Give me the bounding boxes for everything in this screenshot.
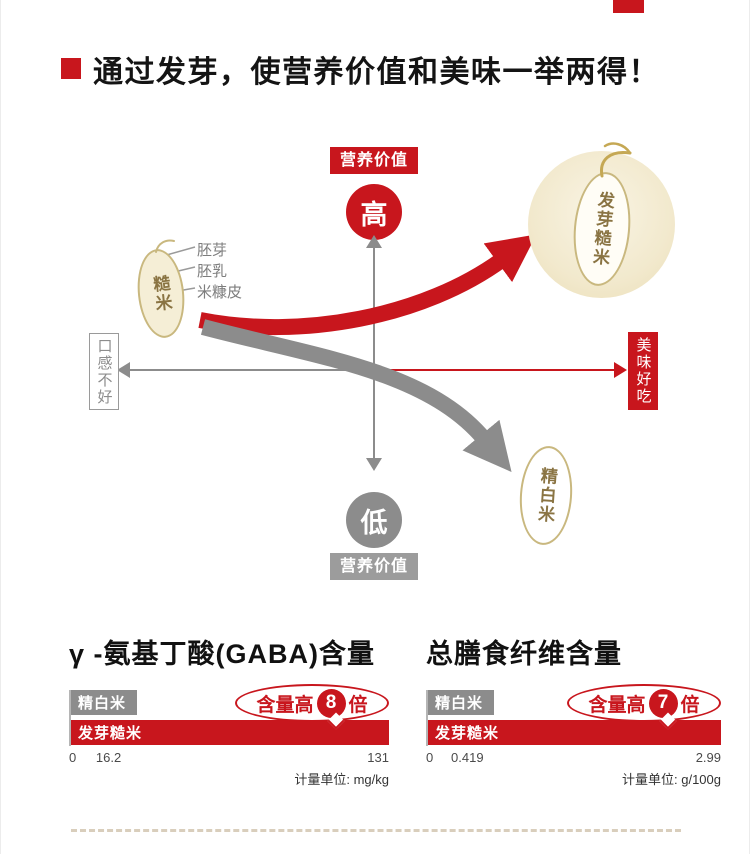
germ-part-label: 胚芽 [197, 242, 228, 259]
axis-arrow-left-icon [117, 362, 130, 378]
germinated-rice-grain: 发芽糙米 [568, 169, 635, 288]
nutrition-value-bottom-label: 营养价值 [330, 553, 418, 580]
fiber-chart: 总膳食纤维含量 精白米 发芽糙米 含量高 7 倍 0 0.419 2.99 计量… [426, 632, 721, 788]
gaba-chart-plot: 精白米 发芽糙米 含量高 8 倍 [69, 684, 389, 746]
cutoff-red-box [613, 0, 644, 13]
delicious-text: 美味好吃 [634, 337, 652, 405]
fiber-bar-germinated-rice: 发芽糙米 [428, 720, 721, 745]
germinated-rice-circle: 发芽糙米 [528, 151, 675, 298]
gaba-chart-title: γ -氨基丁酸(GABA)含量 [69, 639, 375, 669]
endosperm-part-label: 胚乳 [197, 263, 228, 280]
white-rice-grain: 精白米 [516, 444, 576, 547]
fiber-callout-suffix: 倍 [680, 694, 700, 716]
gaba-bar-white-rice-label: 精白米 [78, 695, 127, 712]
gaba-callout-bubble: 含量高 8 倍 [235, 684, 389, 730]
delicious-label: 美味好吃 [628, 332, 658, 410]
gaba-bar-germinated-rice-label: 发芽糙米 [78, 725, 143, 742]
fiber-bar-germinated-rice-label: 发芽糙米 [435, 725, 500, 742]
fiber-callout-multiplier: 7 [648, 688, 678, 718]
germinated-rice-label: 发芽糙米 [588, 189, 615, 268]
gaba-chart: γ -氨基丁酸(GABA)含量 精白米 发芽糙米 含量高 8 倍 0 16.2 … [69, 632, 389, 788]
gaba-tick-max: 131 [367, 750, 389, 765]
bran-part-label: 米糠皮 [197, 284, 243, 301]
fiber-chart-plot: 精白米 发芽糙米 含量高 7 倍 [426, 684, 721, 746]
gaba-callout-suffix: 倍 [348, 694, 368, 716]
fiber-tick-mid: 0.419 [451, 750, 484, 765]
brown-rice-grain: 糙米 [133, 246, 189, 341]
gray-curve-arrow [200, 319, 512, 473]
fiber-x-axis: 0 0.419 2.99 [426, 750, 721, 767]
fiber-tick-max: 2.99 [695, 750, 721, 765]
axis-arrow-down-icon [366, 458, 382, 471]
axis-arrow-up-icon [366, 235, 382, 248]
fiber-chart-title: 总膳食纤维含量 [426, 639, 622, 669]
red-curve-arrow [198, 234, 537, 336]
bad-taste-text: 口感不好 [95, 337, 113, 406]
gaba-unit-label: 计量单位: mg/kg [294, 772, 389, 787]
horizontal-axis-left [130, 369, 374, 371]
high-circle: 高 [346, 184, 402, 240]
nutrition-value-top-label: 营养价值 [330, 147, 418, 174]
gaba-callout-prefix: 含量高 [256, 694, 314, 716]
dashed-divider [71, 829, 681, 832]
gaba-bar-white-rice: 精白米 [71, 690, 137, 715]
fiber-callout-bubble: 含量高 7 倍 [567, 684, 721, 730]
gaba-tick-zero: 0 [69, 750, 77, 765]
gaba-x-axis: 0 16.2 131 [69, 750, 389, 767]
fiber-tick-zero: 0 [426, 750, 434, 765]
axis-arrow-right-icon [614, 362, 627, 378]
bad-taste-label: 口感不好 [89, 333, 119, 410]
horizontal-axis-right [374, 369, 615, 371]
gaba-callout-multiplier: 8 [316, 688, 346, 718]
gaba-tick-mid: 16.2 [95, 750, 122, 765]
vertical-axis [373, 247, 375, 459]
title-bullet-icon [61, 58, 81, 79]
fiber-bar-white-rice-label: 精白米 [435, 695, 484, 712]
page-title: 通过发芽，使营养价值和美味一举两得！ [93, 56, 660, 89]
fiber-bar-white-rice: 精白米 [428, 690, 494, 715]
low-circle: 低 [346, 492, 402, 548]
brown-rice-label: 糙米 [149, 273, 173, 314]
fiber-callout-prefix: 含量高 [588, 694, 646, 716]
white-rice-label: 精白米 [534, 466, 558, 525]
fiber-unit-label: 计量单位: g/100g [622, 772, 721, 787]
